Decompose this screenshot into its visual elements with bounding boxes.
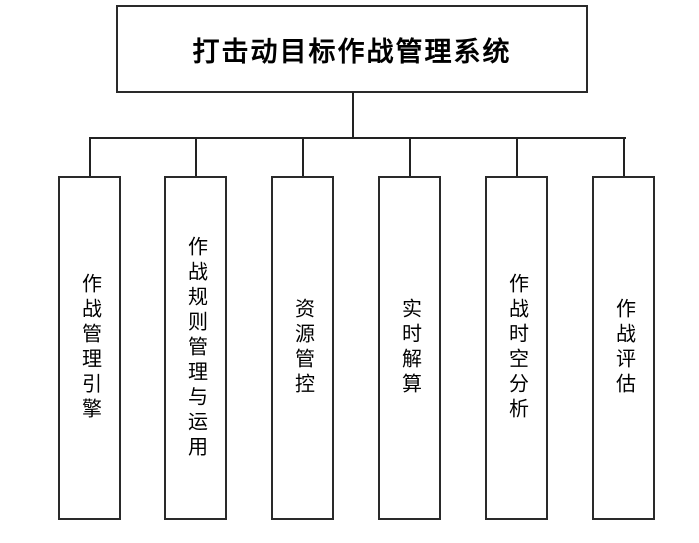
child-node-label-1: 作战管理引擎 — [78, 273, 101, 423]
connector-drop-line-3 — [302, 138, 304, 177]
child-node-box-5: 作战时空分析 — [485, 176, 548, 520]
child-node-label-5: 作战时空分析 — [505, 273, 528, 423]
connector-drop-line-2 — [195, 138, 197, 177]
connector-horizontal-line — [89, 137, 626, 139]
root-node-label: 打击动目标作战管理系统 — [192, 36, 512, 67]
child-node-box-1: 作战管理引擎 — [58, 176, 121, 520]
child-node-box-4: 实时解算 — [378, 176, 441, 520]
connector-drop-line-5 — [516, 138, 518, 177]
connector-drop-line-4 — [409, 138, 411, 177]
connector-stem-line — [352, 92, 354, 138]
child-node-box-3: 资源管控 — [271, 176, 334, 520]
child-node-label-2: 作战规则管理与运用 — [184, 235, 207, 461]
child-node-box-2: 作战规则管理与运用 — [164, 176, 227, 520]
child-node-box-6: 作战评估 — [592, 176, 655, 520]
connector-drop-line-1 — [89, 138, 91, 177]
child-node-label-6: 作战评估 — [612, 298, 635, 398]
child-node-label-3: 资源管控 — [291, 298, 314, 398]
root-node-box: 打击动目标作战管理系统 — [116, 5, 588, 93]
connector-drop-line-6 — [623, 138, 625, 177]
child-node-label-4: 实时解算 — [398, 298, 421, 398]
